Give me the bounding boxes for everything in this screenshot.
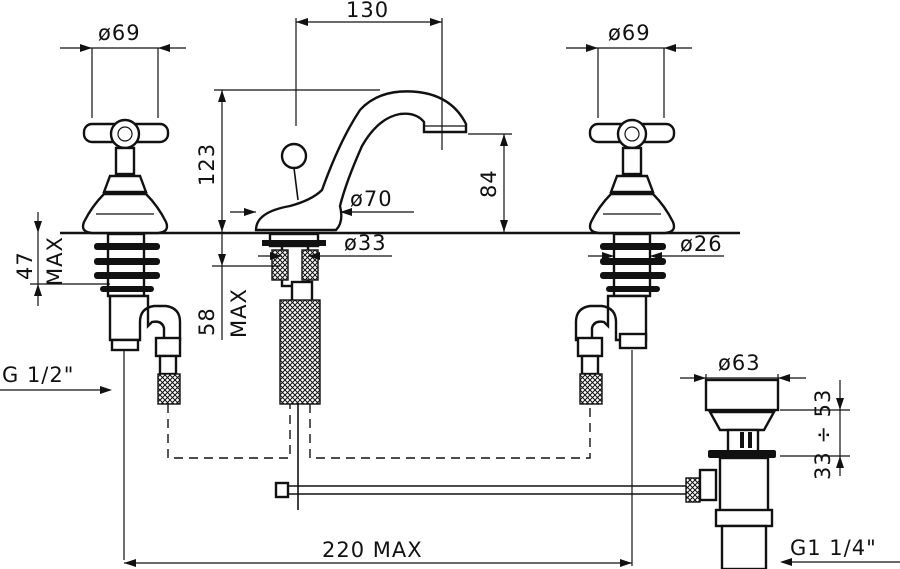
right-flex-hose: [579, 373, 603, 405]
dim-handle-right: [566, 44, 692, 118]
dim-waste-diameter: [680, 374, 806, 382]
dim-label-spout-base: ø70: [350, 187, 393, 211]
dim-label-right-shank: ø26: [680, 232, 723, 256]
dim-handle-left: [60, 44, 186, 118]
dim-label-waste-diameter: ø63: [718, 351, 761, 375]
dim-label-deck-note: MAX: [43, 236, 67, 286]
dim-left-connection: [0, 350, 125, 560]
dim-deck-thickness: [30, 212, 110, 306]
drain-body: [718, 456, 770, 516]
dim-spout-spacing: [295, 18, 443, 150]
left-stem: [114, 146, 136, 176]
drain-tail: [720, 524, 768, 569]
dim-right-shank: [588, 252, 724, 260]
right-supply-line: [309, 404, 591, 459]
waste-drain: [704, 378, 780, 569]
dim-label-overall-width: 220 MAX: [322, 538, 423, 562]
dim-center-length: [212, 234, 280, 340]
right-inlet: [618, 332, 648, 350]
dim-label-spout-spacing: 130: [346, 0, 389, 22]
left-flex-hose: [157, 373, 181, 405]
dim-label-waste-thread: G1 1/4": [790, 536, 877, 560]
dim-label-center-length: 58: [195, 307, 219, 336]
right-hose-nut: [576, 336, 604, 358]
left-valve: [81, 118, 182, 405]
dim-label-center-note: MAX: [227, 288, 251, 338]
dim-waste-thread: [780, 558, 900, 566]
right-stem: [621, 146, 643, 176]
dim-label-left-connection: G 1/2": [2, 363, 74, 387]
left-supply-line: [167, 404, 291, 459]
dim-label-handle-left: ø69: [98, 21, 141, 45]
right-handle-hub: [616, 118, 648, 150]
left-handle-hub: [109, 118, 141, 150]
dim-waste-adjust: [780, 380, 850, 476]
center-flex-hose: [279, 299, 321, 405]
linkage-clamp: [685, 477, 701, 503]
dim-label-center-shank: ø33: [344, 231, 387, 255]
dim-label-outlet-height: 84: [477, 169, 501, 198]
dim-overall-width: [124, 350, 633, 567]
right-valve: [574, 118, 676, 405]
dim-spout-height: [214, 89, 380, 232]
left-hose-nut: [154, 336, 182, 358]
left-elbow: [108, 294, 182, 342]
dim-center-shank: [258, 252, 392, 260]
center-spout: [254, 90, 468, 510]
dim-label-handle-right: ø69: [608, 21, 651, 45]
drain-cap: [704, 378, 780, 412]
dim-label-spout-height: 123: [195, 143, 219, 186]
dim-spout-base: [230, 208, 414, 216]
popup-knob: [280, 142, 308, 170]
dim-label-waste-adjust: 33 ÷ 53: [811, 389, 835, 480]
spout-body: [254, 90, 468, 232]
right-elbow: [574, 294, 648, 342]
dim-label-deck-thickness: 47: [13, 251, 37, 280]
dim-outlet-height: [468, 133, 512, 232]
left-inlet: [110, 338, 140, 352]
popup-linkage: [274, 468, 718, 503]
